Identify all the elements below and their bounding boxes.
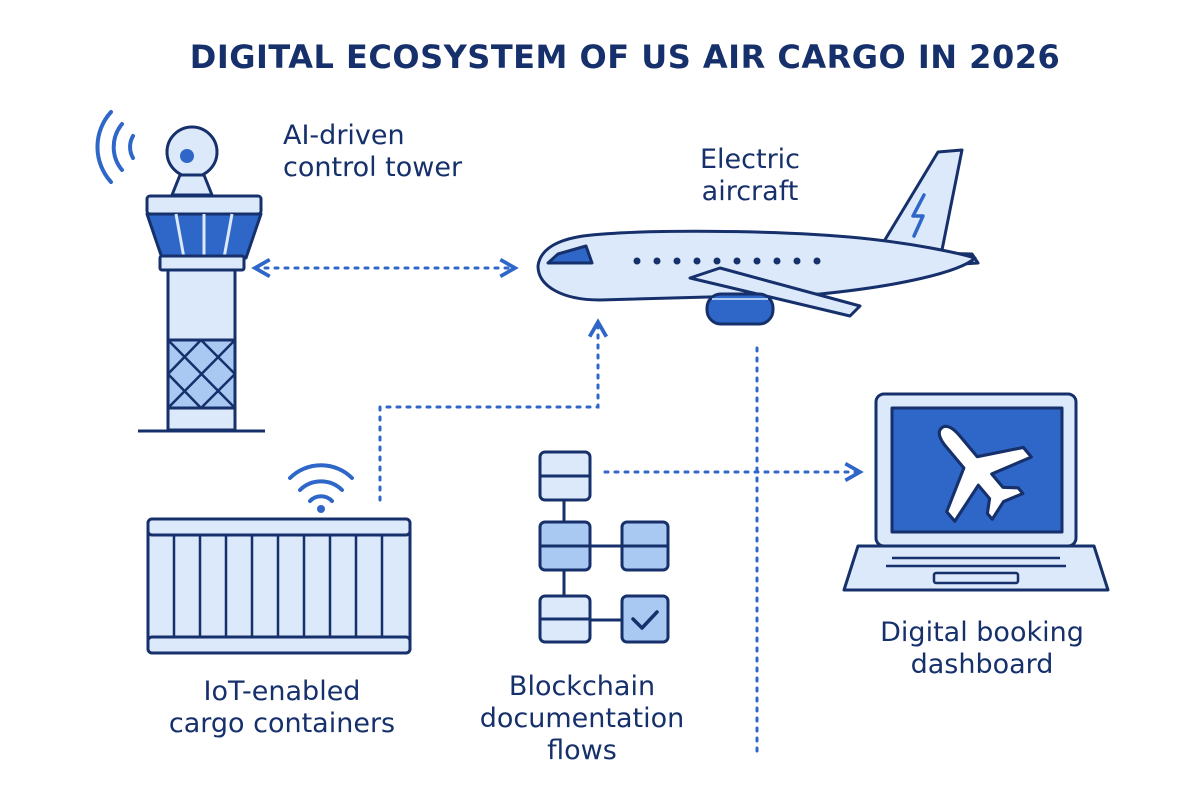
blockchain-label-line: Blockchain (508, 671, 656, 702)
tower-label: AI-driven control tower (283, 120, 462, 184)
connectors (251, 257, 864, 757)
airplane-icon (937, 424, 1033, 523)
checkmark-block (620, 594, 670, 644)
blockchain-label-line: flows (547, 735, 617, 766)
containers-label: IoT-enabled cargo containers (132, 676, 432, 740)
dashboard-label: Digital booking dashboard (862, 617, 1102, 681)
laptop-dashboard-icon (842, 392, 1110, 592)
checkmark-icon (631, 610, 659, 630)
tower-label-line: control tower (283, 152, 463, 183)
containers-label-line: cargo containers (168, 708, 396, 739)
container-aircraft-connector (378, 318, 609, 502)
cargo-container-icon (146, 463, 412, 655)
diagram-title: DIGITAL ECOSYSTEM OF US AIR CARGO IN 202… (189, 38, 1061, 76)
electric-aircraft-icon (536, 148, 980, 326)
blockchain-label: Blockchain documentation flows (462, 671, 702, 767)
signal-waves-icon (95, 110, 135, 184)
containers-label-line: IoT-enabled (203, 676, 361, 707)
dashboard-label-line: Digital booking (880, 617, 1084, 648)
wifi-icon (288, 463, 354, 503)
aircraft-windows (633, 257, 821, 265)
tower-label-line: AI-driven (283, 120, 405, 151)
dashboard-label-line: dashboard (910, 649, 1054, 680)
aircraft-label: Electric aircraft (655, 144, 845, 208)
aircraft-label-line: aircraft (701, 176, 799, 207)
control-tower-icon (95, 110, 265, 433)
blockchain-label-line: documentation (479, 703, 685, 734)
aircraft-label-line: Electric (699, 144, 801, 175)
blockchain-flow-icon (538, 450, 670, 644)
